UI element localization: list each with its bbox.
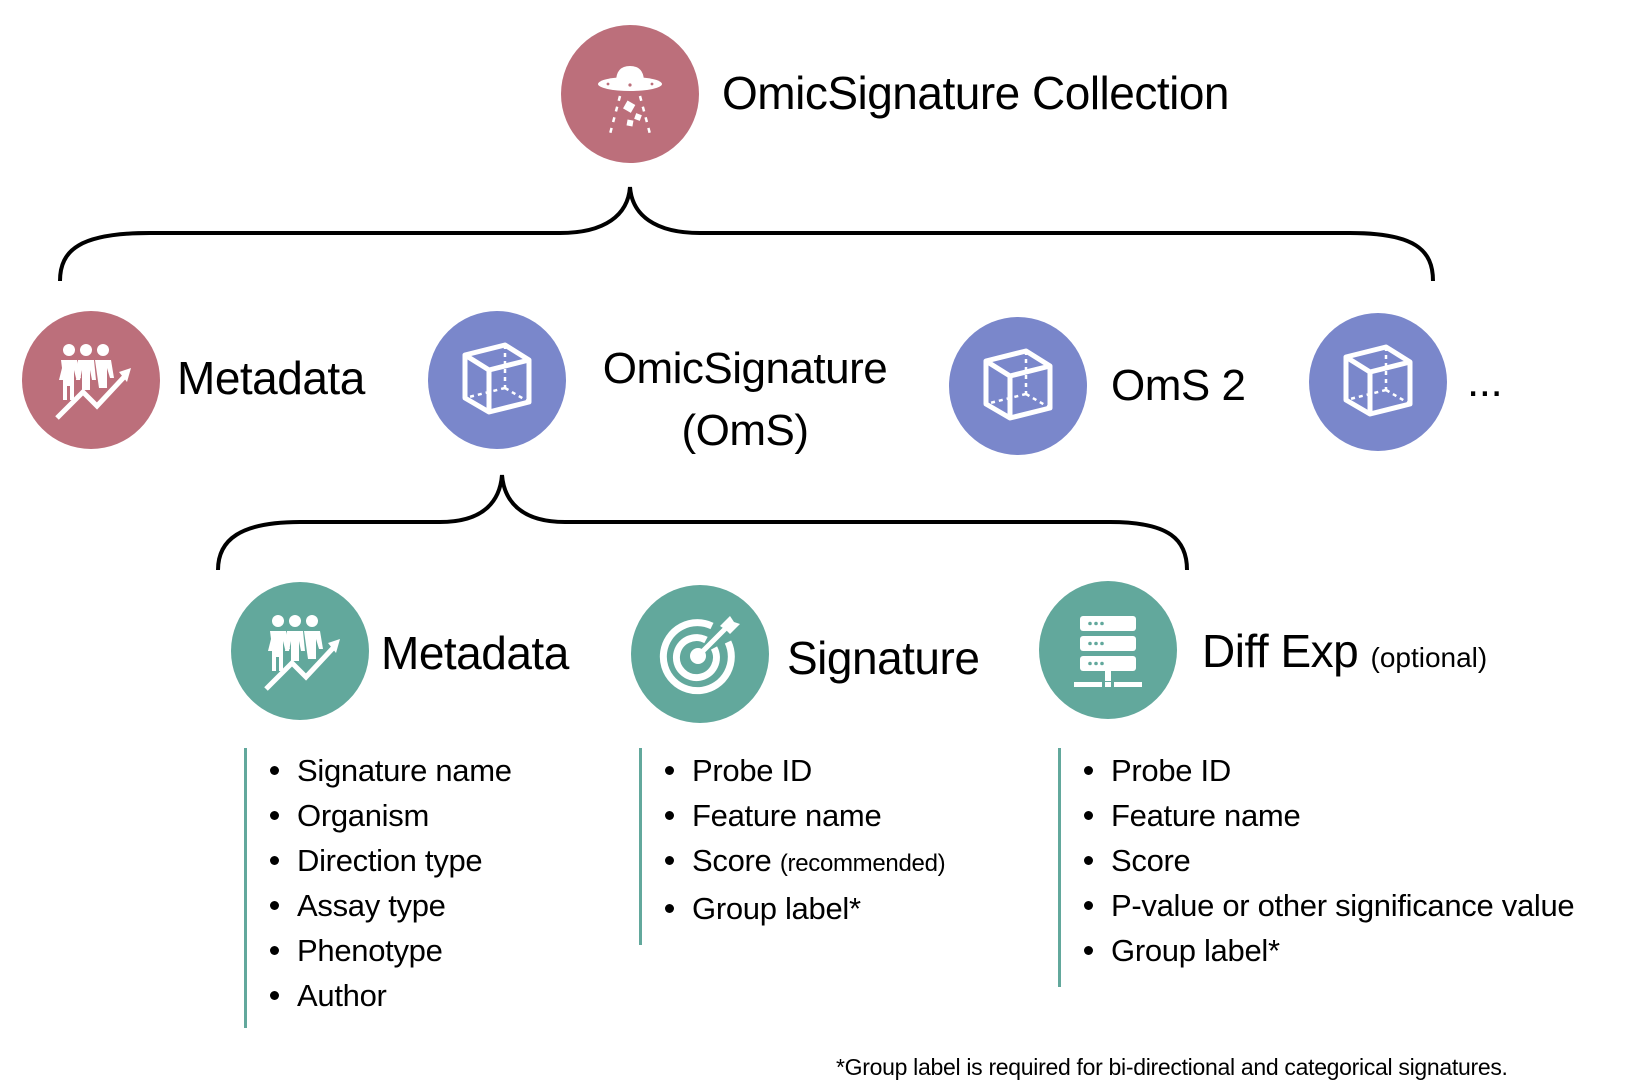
diffexp-node <box>1039 581 1177 719</box>
metadata-label: Metadata <box>381 627 569 679</box>
ufo-icon <box>598 66 662 135</box>
diffexp-list-bar <box>1058 748 1061 987</box>
omicsignature-label-line1: OmicSignature <box>602 344 888 393</box>
omicsignature-node <box>428 311 566 449</box>
oms2-node <box>949 317 1087 455</box>
list-item: Phenotype <box>244 928 512 973</box>
target-icon <box>659 616 740 695</box>
list-item: Group label* <box>1058 928 1574 973</box>
more-oms-node <box>1309 313 1447 451</box>
list-item: Probe ID <box>1058 748 1574 793</box>
metadata-field-list: Signature name Organism Direction type A… <box>244 748 512 1028</box>
cube-icon <box>1343 344 1413 417</box>
diffexp-field-list: Probe ID Feature name Score P-value or o… <box>1058 748 1575 987</box>
signature-label: Signature <box>787 632 980 684</box>
list-item: Probe ID <box>639 748 945 793</box>
omicsignature-label: OmicSignature (OmS) <box>595 338 895 462</box>
diffexp-title: Diff Exp <box>1202 625 1359 677</box>
footnote: *Group label is required for bi-directio… <box>836 1054 1508 1080</box>
collection-node <box>561 25 699 163</box>
signature-node <box>631 585 769 723</box>
bullet-icon <box>1084 766 1093 775</box>
list-item: Score (recommended) <box>639 838 946 886</box>
diffexp-optional-note: (optional) <box>1370 642 1488 673</box>
list-item: Feature name <box>1058 793 1574 838</box>
list-item: Organism <box>244 793 512 838</box>
bullet-icon <box>270 811 279 820</box>
metadata-node <box>231 582 369 720</box>
bullet-icon <box>1084 946 1093 955</box>
signature-list-bar <box>639 748 642 945</box>
list-item: Feature name <box>639 793 945 838</box>
collection-metadata-node <box>22 311 160 449</box>
list-item: Group label* <box>639 886 945 931</box>
bullet-icon <box>270 991 279 1000</box>
score-recommended-note: (recommended) <box>779 850 946 877</box>
bullet-icon <box>665 904 674 913</box>
bullet-icon <box>270 946 279 955</box>
signature-field-list: Probe ID Feature name Score (recommended… <box>639 748 946 945</box>
list-item: Score <box>1058 838 1574 883</box>
bullet-icon <box>1084 811 1093 820</box>
cube-icon <box>983 348 1053 421</box>
bullet-icon <box>665 766 674 775</box>
metadata-list-bar <box>244 748 247 1028</box>
bullet-icon <box>270 766 279 775</box>
bullet-icon <box>270 856 279 865</box>
bullet-icon <box>270 901 279 910</box>
bullet-icon <box>1084 901 1093 910</box>
collection-title: OmicSignature Collection <box>722 67 1230 119</box>
more-oms-label: ... <box>1467 357 1503 406</box>
diffexp-label: Diff Exp (optional) <box>1202 628 1487 674</box>
list-item: P-value or other significance value <box>1058 883 1575 928</box>
people-growth-icon <box>55 344 131 420</box>
list-item: Signature name <box>244 748 512 793</box>
omicsignature-label-line2: (OmS) <box>681 406 809 455</box>
list-item: Assay type <box>244 883 512 928</box>
server-icon <box>1074 616 1142 687</box>
cube-icon <box>462 342 532 415</box>
collection-metadata-label: Metadata <box>177 352 365 404</box>
people-growth-icon <box>264 615 340 691</box>
bullet-icon <box>665 811 674 820</box>
omicsignature-brace <box>216 474 1189 571</box>
list-item: Author <box>244 973 512 1018</box>
list-item: Direction type <box>244 838 512 883</box>
bullet-icon <box>665 856 674 865</box>
collection-brace <box>58 186 1435 282</box>
oms2-label: OmS 2 <box>1111 361 1246 410</box>
bullet-icon <box>1084 856 1093 865</box>
